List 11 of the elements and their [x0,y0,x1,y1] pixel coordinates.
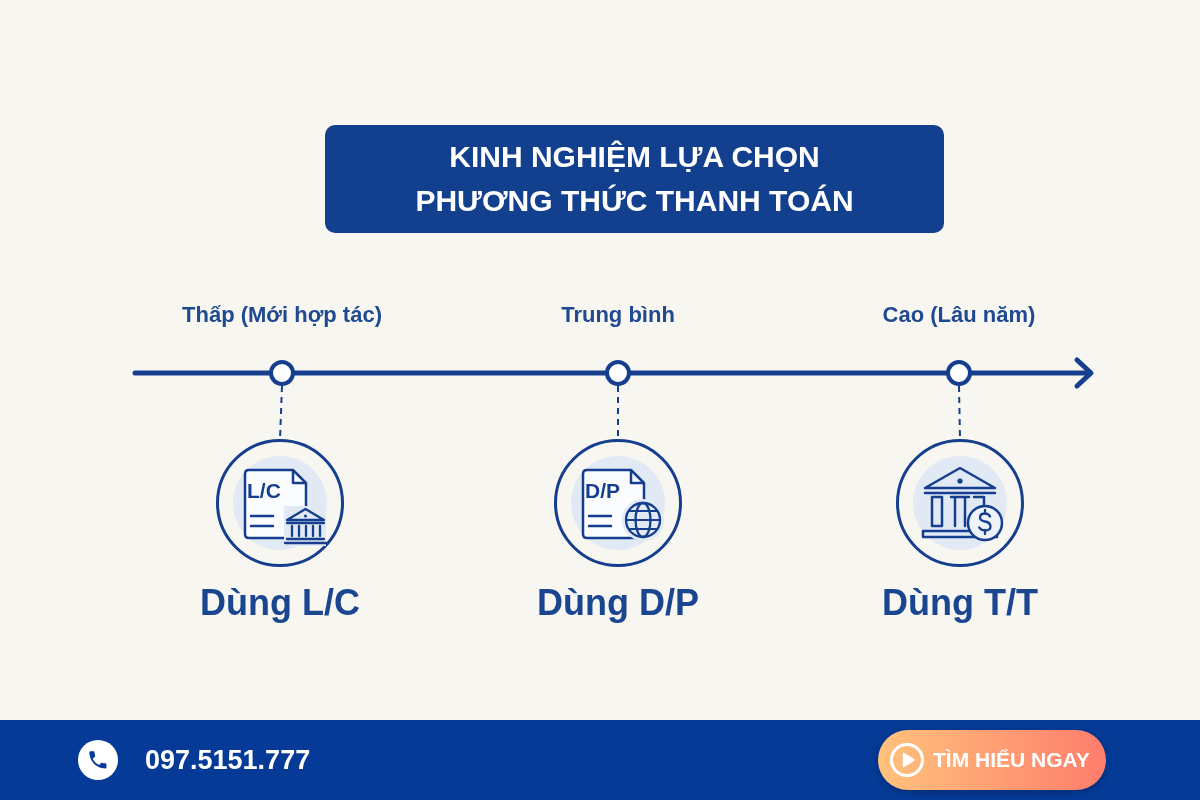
payment-method-caption: Dùng D/P [537,581,699,625]
phone-number: 097.5151.777 [145,744,311,776]
payment-method-caption: Dùng L/C [200,581,360,625]
document-code: L/C [247,479,281,503]
title-banner: KINH NGHIỆM LỰA CHỌN PHƯƠNG THỨC THANH TOÁN [325,125,944,233]
payment-method-caption: Dùng T/T [882,581,1038,625]
cta-button: TÌM HIỂU NGAY [878,730,1106,790]
timeline-level-label: Trung bình [561,301,675,329]
timeline-level-label: Cao (Lâu năm) [882,301,1036,329]
timeline-level-label: Thấp (Mới hợp tác) [182,301,382,329]
document-code: D/P [585,479,620,503]
